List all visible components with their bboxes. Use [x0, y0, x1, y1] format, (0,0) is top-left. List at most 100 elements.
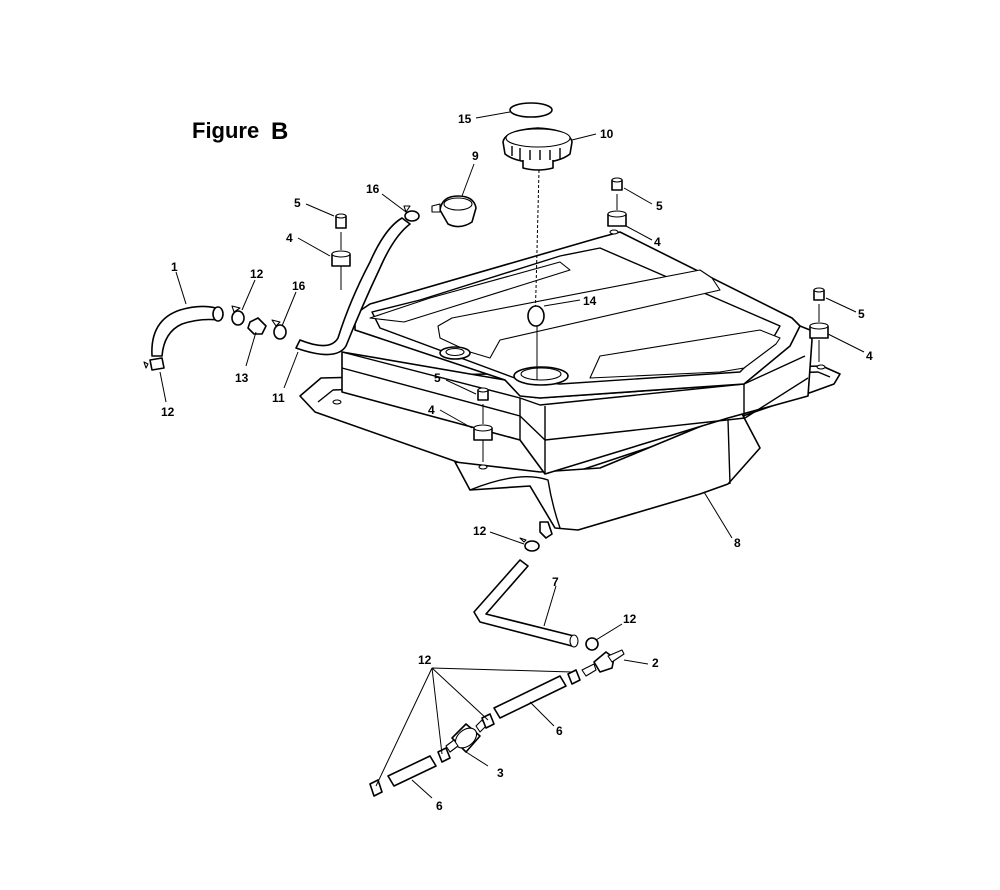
grommet-4-rear-top: [607, 210, 627, 218]
hose-1: [151, 305, 219, 357]
fuel-filter-nipple-in: [445, 739, 459, 753]
leader-6-upper: [529, 701, 555, 727]
spacer-5-right-top: [813, 287, 825, 293]
callout-6-lower: 6: [436, 799, 443, 813]
tank-mount-hole-left: [332, 399, 342, 405]
callout-4-rear: 4: [654, 235, 661, 249]
grommet-4-left-top: [331, 250, 351, 258]
callout-11: 11: [272, 391, 285, 405]
hose-clamp-16-top-ring: [404, 210, 420, 222]
leader-12-e-fan: [375, 667, 573, 787]
callout-12-b: 12: [161, 405, 175, 419]
leader-5-rear: [623, 187, 653, 205]
fuel-cap-chain: [534, 169, 540, 319]
hose-clamp-12-d: [585, 637, 599, 651]
clamp-12-e1: [567, 669, 581, 685]
leader-16-top: [381, 193, 407, 213]
clamp-12-e3: [437, 747, 451, 763]
fuel-cap-ribs: [511, 146, 561, 163]
callout-16-left: 16: [292, 279, 306, 293]
hose-clamp-12-c-tab: [519, 537, 527, 543]
hose-clamp-12-d-ring: [585, 637, 599, 651]
hose-clamp-16-top-tab: [403, 205, 411, 213]
grommet-4-right-top: [809, 322, 829, 330]
callout-4-right: 4: [866, 349, 873, 363]
leader-1: [175, 271, 187, 305]
callout-2: 2: [652, 656, 659, 670]
leader-6-lower: [411, 779, 433, 799]
vent-valve-tip: [431, 203, 441, 213]
clamp-12-e4: [369, 779, 383, 797]
callout-9: 9: [472, 149, 479, 163]
leader-5-right: [825, 297, 857, 313]
spacer-5-rear-top: [611, 177, 623, 183]
leader-7: [543, 585, 557, 627]
figure-title-word: Figure: [192, 118, 259, 143]
fuel-hose-6-upper: [493, 675, 567, 719]
tank-body-band-1: [341, 351, 806, 406]
leader-9: [461, 163, 475, 197]
tank-mount-hole-front: [478, 464, 488, 470]
callout-15: 15: [458, 112, 472, 126]
callout-12-d: 12: [623, 612, 637, 626]
leader-10: [571, 133, 597, 141]
callout-5-rear: 5: [656, 199, 663, 213]
mount-set-left: [331, 213, 351, 290]
callout-5-left: 5: [294, 196, 301, 210]
vent-hose: [295, 217, 411, 356]
callout-5-front: 5: [434, 371, 441, 385]
hose-clamp-12-c: [519, 537, 540, 552]
leader-15: [475, 111, 511, 119]
hose-clamp-12-b: [143, 357, 165, 371]
leader-4-front: [439, 409, 473, 429]
fitting-13: [247, 317, 267, 335]
leader-5-front: [445, 379, 477, 395]
shutoff-valve-lever: [607, 649, 625, 663]
leader-12-c: [489, 531, 525, 545]
hose-clamp-12-b-tab: [143, 361, 149, 369]
tank-body-corner: [519, 384, 745, 474]
callout-labels: 1 2 3 4 4 4 4 5 5 5 5 6 6 7 8 9 10 11 12…: [161, 112, 873, 813]
leader-3: [465, 751, 489, 767]
hose-clamp-12-a-tab: [231, 305, 241, 313]
leader-8: [703, 491, 733, 539]
callout-14: 14: [583, 294, 597, 308]
leader-14: [543, 299, 581, 307]
callout-10: 10: [600, 127, 614, 141]
leader-4-left: [297, 237, 331, 257]
fuel-hose-6-lower: [387, 755, 437, 787]
vent-valve: [431, 195, 477, 228]
callout-7: 7: [552, 575, 559, 589]
tank-filler-neck-inner: [520, 367, 562, 381]
o-ring: [527, 305, 545, 327]
cap-gasket: [509, 102, 553, 118]
callout-12-c: 12: [473, 524, 487, 538]
tank-mount-hole-right: [816, 364, 826, 370]
tank-top-rib-left: [369, 261, 571, 323]
mount-set-rear: [607, 177, 627, 227]
hose-clamp-12-a: [231, 305, 245, 326]
hose-clamp-16-left: [271, 319, 287, 340]
leader-12-d: [595, 623, 623, 641]
leader-4-right: [827, 333, 865, 353]
hose-1-end: [212, 306, 224, 322]
leader-12-b: [159, 371, 167, 403]
shutoff-valve-nipple: [581, 663, 597, 677]
leader-4-rear: [625, 225, 653, 241]
tank-top-rib-right: [589, 329, 781, 379]
leader-16-left: [281, 291, 297, 327]
fuel-cap: [502, 127, 573, 319]
figure-title: Figure B: [192, 118, 288, 145]
fuel-line-7-end: [569, 634, 579, 648]
callout-4-front: 4: [428, 403, 435, 417]
leader-11: [283, 351, 299, 389]
spacer-5-front-top: [477, 387, 489, 393]
tank-sump-curve: [469, 476, 561, 529]
callout-1: 1: [171, 260, 178, 274]
vent-valve-top: [443, 197, 473, 211]
callout-4-left: 4: [286, 231, 293, 245]
callout-12-e: 12: [418, 653, 432, 667]
hose-clamp-12-a-ring: [231, 310, 245, 326]
hose-clamp-12-b-body: [149, 357, 165, 371]
